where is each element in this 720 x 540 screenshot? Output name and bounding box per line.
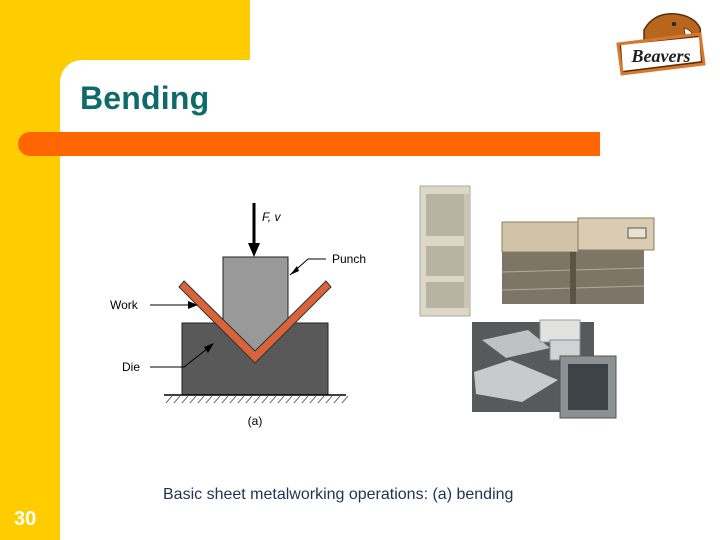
drawer-cabinet-photo bbox=[501, 217, 655, 304]
diagram-sublabel: (a) bbox=[248, 414, 263, 428]
force-label: F, v bbox=[262, 210, 281, 224]
title-underline-bar bbox=[18, 132, 600, 156]
enclosure-cabinet-photo bbox=[419, 185, 471, 317]
work-piece bbox=[178, 280, 332, 364]
slide-caption: Basic sheet metalworking operations: (a)… bbox=[163, 486, 514, 503]
die-label: Die bbox=[122, 360, 140, 374]
work-label: Work bbox=[110, 298, 139, 312]
sheet-metal-parts-photo bbox=[472, 319, 617, 419]
punch-label: Punch bbox=[332, 252, 366, 266]
ground-hatch bbox=[165, 395, 349, 404]
product-photos bbox=[419, 185, 655, 419]
logo-text: Beavers bbox=[631, 46, 691, 66]
beavers-logo-icon: Beavers bbox=[616, 13, 706, 76]
bending-diagram: F, v Punch Work Die (a) bbox=[110, 203, 366, 428]
page-number: 30 bbox=[14, 508, 37, 530]
slide-title: Bending bbox=[80, 80, 210, 116]
